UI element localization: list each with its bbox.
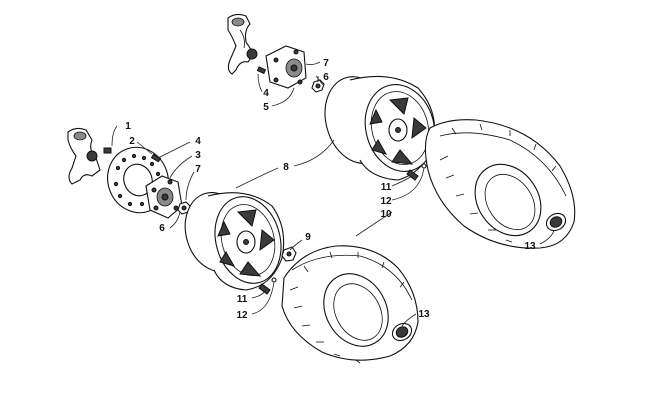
callout-2: 2 [129,136,135,147]
callout-12-front: 12 [236,310,248,321]
front-tire [281,245,419,364]
callout-6-left: 6 [159,223,165,234]
upper-nut [311,79,325,93]
front-hub-cap [391,322,413,342]
callout-13-rear: 13 [524,241,536,252]
rear-tire [424,119,576,249]
callout-1: 1 [125,121,131,132]
callout-11-rear: 11 [381,182,392,193]
upper-hub [265,45,307,89]
left-knuckle [67,127,101,185]
front-rim-nut [281,246,297,262]
callout-10: 10 [380,209,392,220]
callout-6-top: 6 [323,72,329,83]
callout-13-front: 13 [418,309,430,320]
callout-7-left: 7 [195,164,201,175]
callout-3: 3 [195,150,201,161]
callout-11-front: 11 [237,294,248,305]
callout-8: 8 [283,162,289,173]
upper-knuckle [227,13,258,75]
callout-12-rear: 12 [380,196,392,207]
left-stud [150,153,162,163]
front-valve-stem [258,277,277,295]
left-hub [145,175,183,219]
callout-9: 9 [305,232,311,243]
callout-4-left: 4 [195,136,201,147]
callout-4-top: 4 [263,88,269,99]
leader-lines [111,61,555,327]
left-bolt [103,147,112,154]
callout-labels: 1 2 4 3 7 6 8 9 11 12 11 12 10 13 13 7 6… [125,58,536,321]
callout-5: 5 [263,102,269,113]
rear-hub-cap [545,212,567,232]
rear-rim [324,75,436,181]
upper-stud [256,66,267,75]
callout-7-top: 7 [323,58,329,69]
front-rim [184,192,285,291]
